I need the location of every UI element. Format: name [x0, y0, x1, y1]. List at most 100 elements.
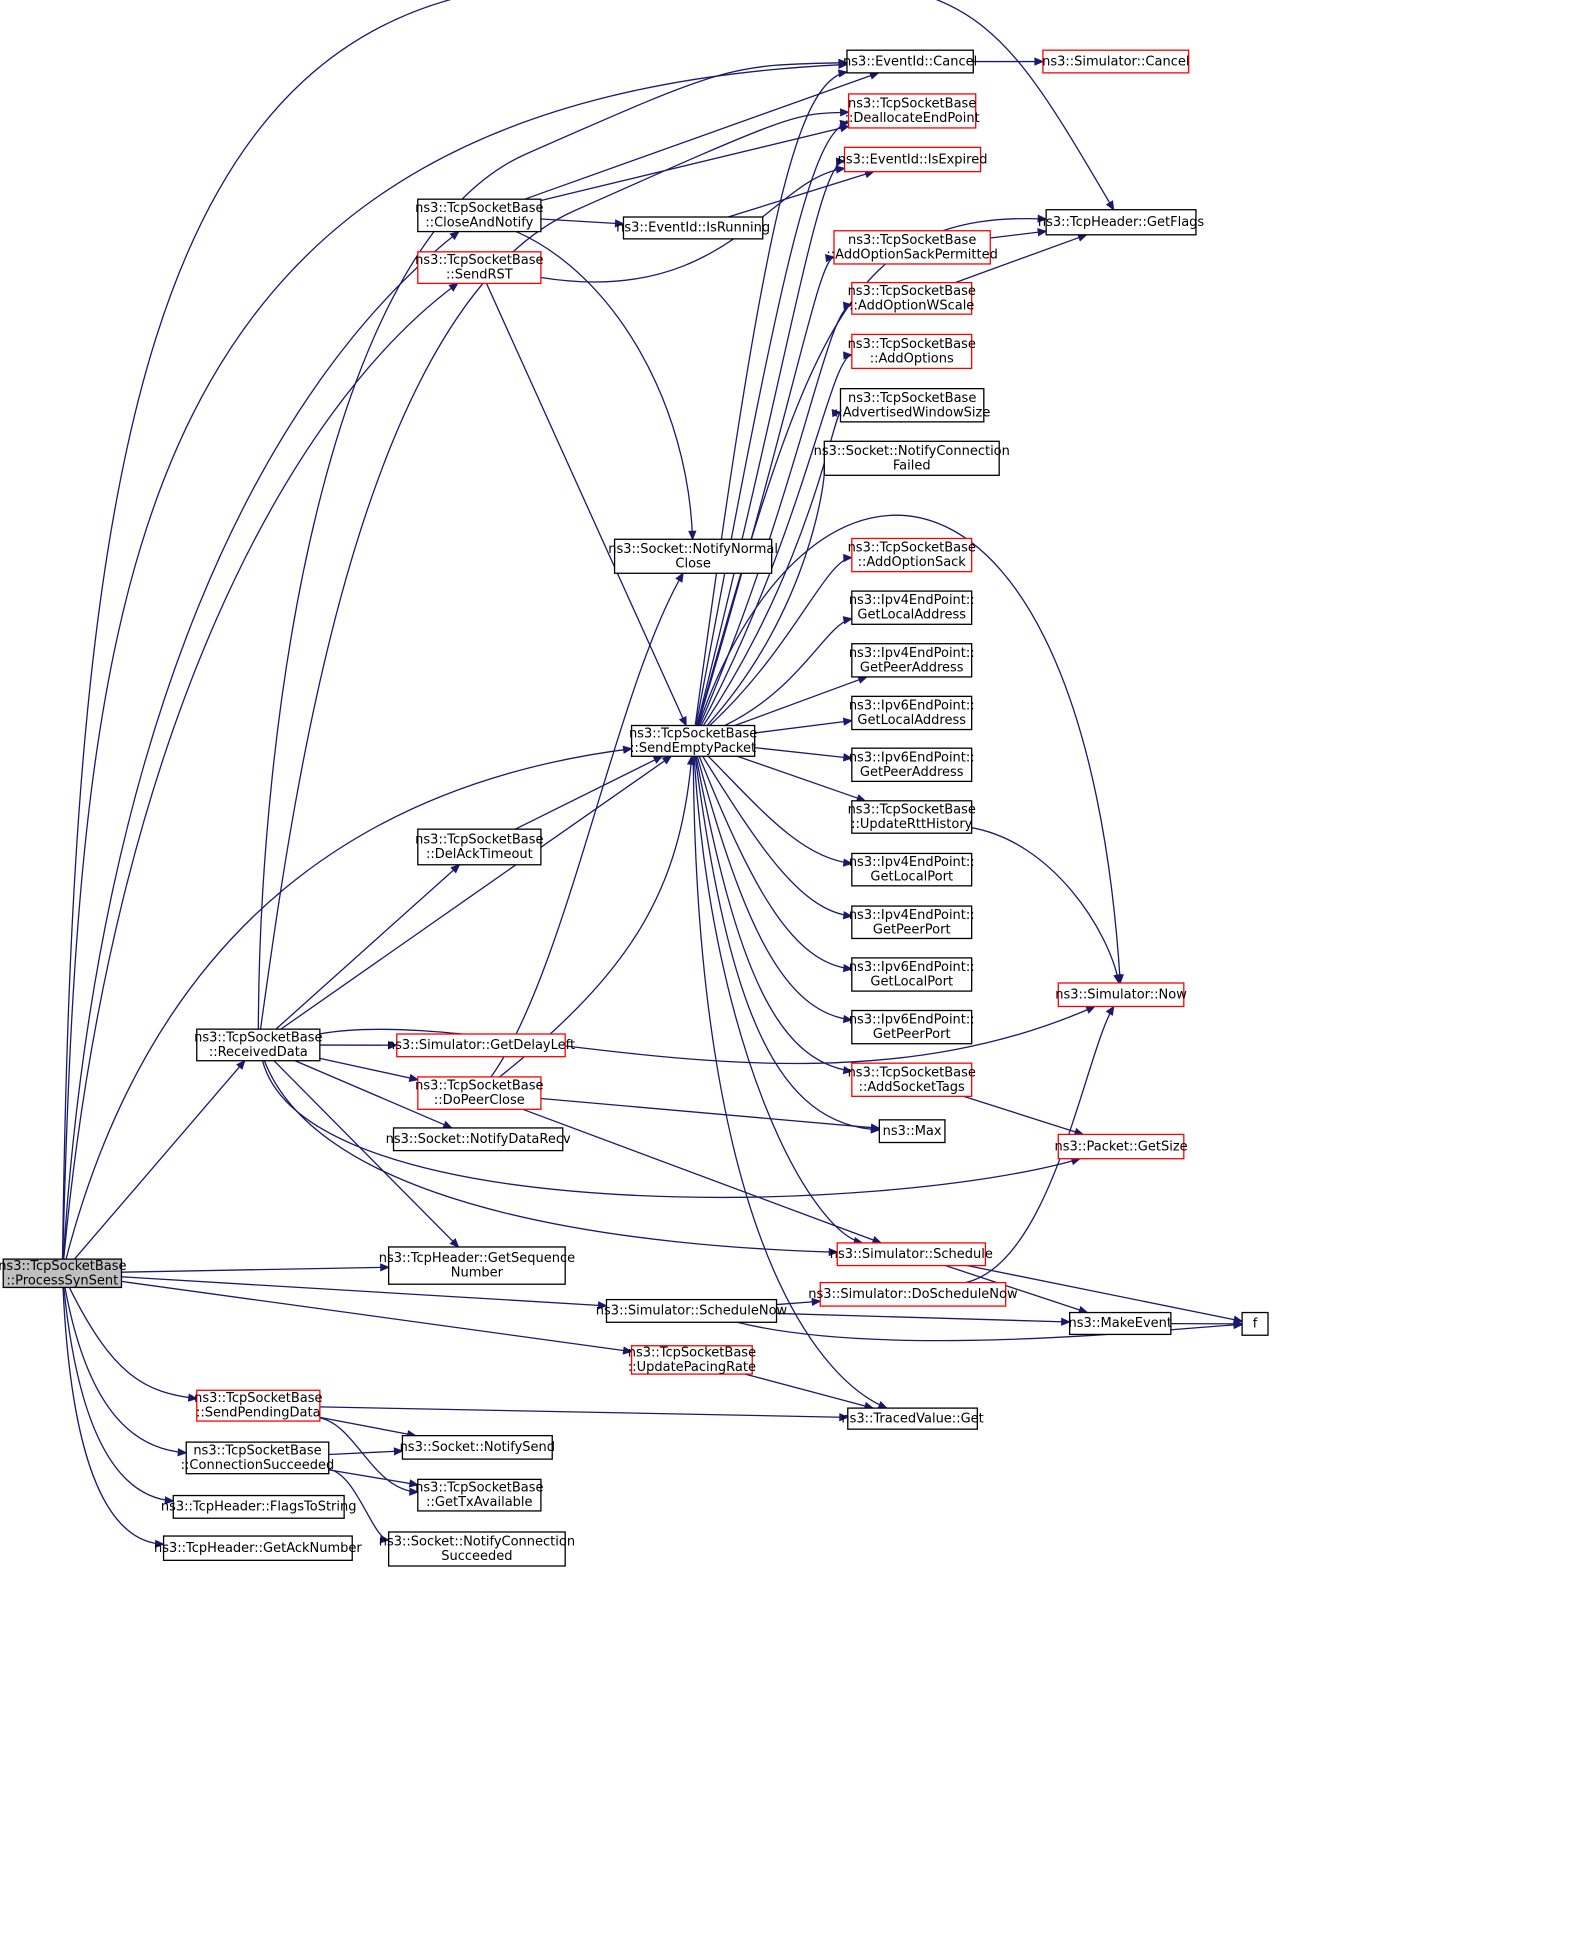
node-simulatorschedule[interactable]: ns3::Simulator::Schedule: [830, 1242, 993, 1267]
node-ipv6getlocaladdress[interactable]: ns3::Ipv6EndPoint::GetLocalAddress: [849, 695, 975, 731]
edge-simulatorschedule-to-f: [967, 1264, 1243, 1322]
node-getdelayleft[interactable]: ns3::Simulator::GetDelayLeft: [387, 1033, 575, 1058]
node-box: [851, 905, 973, 940]
node-ipv6getpeerport[interactable]: ns3::Ipv6EndPoint::GetPeerPort: [849, 1009, 975, 1045]
node-addoptionsack[interactable]: ns3::TcpSocketBase::AddOptionSack: [848, 537, 976, 573]
edge-sendemptypacket-to-addoptionwscale: [699, 304, 852, 726]
node-box: [388, 1246, 566, 1285]
node-box: [1045, 209, 1197, 236]
node-delacktimeout[interactable]: ns3::TcpSocketBase::DelAckTimeout: [415, 828, 544, 866]
node-advertisedwindowsize[interactable]: ns3::TcpSocketBase::AdvertisedWindowSize: [834, 388, 990, 423]
node-label: ::CloseAndNotify: [425, 215, 533, 230]
node-dopeerclose[interactable]: ns3::TcpSocketBase::DoPeerClose: [415, 1076, 544, 1110]
arrowhead-sendemptypacket: [622, 745, 633, 754]
edge-sendemptypacket-to-addoptions: [700, 354, 853, 726]
node-doschedulenow[interactable]: ns3::Simulator::DoScheduleNow: [808, 1281, 1018, 1307]
node-simulatornow[interactable]: ns3::Simulator::Now: [1055, 982, 1187, 1008]
node-updaterttHistory[interactable]: ns3::TcpSocketBase::UpdateRttHistory: [848, 800, 976, 834]
edge-receiveddata-to-notifydatarecv: [294, 1060, 452, 1129]
node-tracedvalueget[interactable]: ns3::TracedValue::Get: [841, 1407, 984, 1430]
arrowhead-gettxavailable: [408, 1479, 420, 1488]
node-ipv6getpeeraddress[interactable]: ns3::Ipv6EndPoint::GetPeerAddress: [849, 747, 975, 783]
node-box: [851, 281, 973, 315]
arrowhead-addsockettags: [842, 1065, 854, 1075]
node-label: ns3::Socket::NotifyNormal: [608, 542, 778, 557]
node-box: [613, 538, 773, 574]
edge-root-to-connectionsucceeded: [64, 1287, 187, 1454]
node-ipv6getlocalport[interactable]: ns3::Ipv6EndPoint::GetLocalPort: [849, 957, 975, 992]
node-getacknumber[interactable]: ns3::TcpHeader::GetAckNumber: [154, 1535, 362, 1561]
node-label: ::AddSocketTags: [859, 1080, 965, 1095]
edge-addsockettags-to-packetgetsize: [963, 1095, 1084, 1136]
node-addoptionsackpermitted[interactable]: ns3::TcpSocketBase::AddOptionSackPermitt…: [826, 230, 998, 265]
arrowhead-eventidcancel: [837, 69, 849, 78]
arrowhead-notifynormalclose: [675, 572, 684, 583]
node-getflags[interactable]: ns3::TcpHeader::GetFlags: [1038, 209, 1205, 236]
arrowhead-updatepacingrate: [622, 1346, 633, 1355]
node-box: [851, 333, 973, 370]
node-sendpendingdata[interactable]: ns3::TcpSocketBase::SendPendingData: [194, 1389, 322, 1422]
node-sendrst[interactable]: ns3::TcpSocketBase::SendRST: [415, 251, 544, 285]
node-box: [846, 49, 974, 74]
node-box: [847, 1407, 978, 1430]
arrowhead-sendemptypacket: [678, 716, 687, 727]
node-label: ::DeallocateEndPoint: [845, 111, 980, 126]
node-addoptions[interactable]: ns3::TcpSocketBase::AddOptions: [848, 333, 976, 370]
edge-sendemptypacket-to-updaterttHistory: [737, 755, 866, 802]
node-addoptionwscale[interactable]: ns3::TcpSocketBase::AddOptionWScale: [848, 281, 976, 315]
node-gettxavailable[interactable]: ns3::TcpSocketBase::GetTxAvailable: [415, 1478, 544, 1512]
node-ipv4getlocaladdress[interactable]: ns3::Ipv4EndPoint::GetLocalAddress: [849, 590, 975, 625]
node-closeandnotify[interactable]: ns3::TcpSocketBase::CloseAndNotify: [415, 198, 544, 233]
node-label: ns3::Ipv6EndPoint::: [849, 960, 975, 975]
node-addsockettags[interactable]: ns3::TcpSocketBase::AddSocketTags: [848, 1062, 976, 1098]
node-label: ns3::TcpSocketBase: [415, 201, 543, 216]
node-sendemptypacket[interactable]: ns3::TcpSocketBase::SendEmptyPacket: [629, 724, 757, 757]
node-deallocateendpoint[interactable]: ns3::TcpSocketBase::DeallocateEndPoint: [845, 93, 980, 129]
node-ipv4getlocalport[interactable]: ns3::Ipv4EndPoint::GetLocalPort: [849, 852, 975, 887]
node-isrunning[interactable]: ns3::EventId::IsRunning: [616, 216, 770, 240]
node-simulatorcancel[interactable]: ns3::Simulator::Cancel: [1042, 49, 1189, 74]
arrowhead-getflags: [1037, 228, 1048, 237]
edge-simulatorschedule-to-makeevent: [945, 1264, 1088, 1314]
arrowhead-ipv6getlocalport: [842, 964, 854, 973]
node-label: Number: [451, 1266, 504, 1281]
node-label: GetLocalAddress: [857, 608, 966, 623]
edge-sendemptypacket-to-advertisedwindowsize: [702, 411, 842, 726]
node-f[interactable]: f: [1241, 1311, 1269, 1336]
node-receiveddata[interactable]: ns3::TcpSocketBase::ReceivedData: [194, 1028, 322, 1062]
node-schedulenow[interactable]: ns3::Simulator::ScheduleNow: [596, 1298, 788, 1323]
node-makeevent[interactable]: ns3::MakeEvent: [1068, 1311, 1172, 1336]
edge-updatepacingrate-to-tracedvalueget: [744, 1373, 874, 1409]
node-box: [839, 388, 985, 423]
node-updatepacingrate[interactable]: ns3::TcpSocketBase::UpdatePacingRate: [628, 1345, 756, 1375]
node-eventidcancel[interactable]: ns3::EventId::Cancel: [843, 49, 977, 74]
node-box: [1057, 982, 1185, 1008]
edge-sendemptypacket-to-simulatornow: [697, 514, 1121, 984]
node-max[interactable]: ns3::Max: [878, 1119, 946, 1144]
node-notifysend[interactable]: ns3::Socket::NotifySend: [400, 1434, 556, 1460]
arrowhead-dopeerclose: [408, 1073, 420, 1082]
node-root[interactable]: ns3::TcpSocketBase::ProcessSynSent: [0, 1258, 127, 1289]
node-box: [162, 1535, 353, 1561]
node-box: [851, 695, 973, 731]
node-label: ns3::TcpSocketBase: [193, 1443, 321, 1458]
arrowhead-ipv6getlocaladdress: [842, 717, 854, 726]
edge-root-to-updatepacingrate: [121, 1280, 632, 1353]
arrowhead-f: [1233, 1319, 1244, 1328]
edge-root-to-getflags: [61, 0, 1115, 1260]
arrowhead-ipv6getpeerport: [842, 1014, 854, 1024]
node-notifydatarecv[interactable]: ns3::Socket::NotifyDataRecv: [386, 1127, 571, 1152]
node-ipv4getpeerport[interactable]: ns3::Ipv4EndPoint::GetPeerPort: [849, 905, 975, 940]
arrowhead-simulatornow: [1085, 1005, 1096, 1014]
node-label: ns3::Ipv6EndPoint::: [849, 750, 975, 765]
node-isexpired[interactable]: ns3::EventId::IsExpired: [838, 146, 988, 173]
node-connectionsucceeded[interactable]: ns3::TcpSocketBase::ConnectionSucceeded: [181, 1441, 335, 1475]
node-packetgetsize[interactable]: ns3::Packet::GetSize: [1054, 1133, 1188, 1160]
node-ipv4getpeeraddress[interactable]: ns3::Ipv4EndPoint::GetPeerAddress: [849, 643, 975, 678]
node-flagstostring[interactable]: ns3::TcpHeader::FlagsToString: [161, 1494, 357, 1519]
arrowhead-closeandnotify: [449, 230, 460, 241]
